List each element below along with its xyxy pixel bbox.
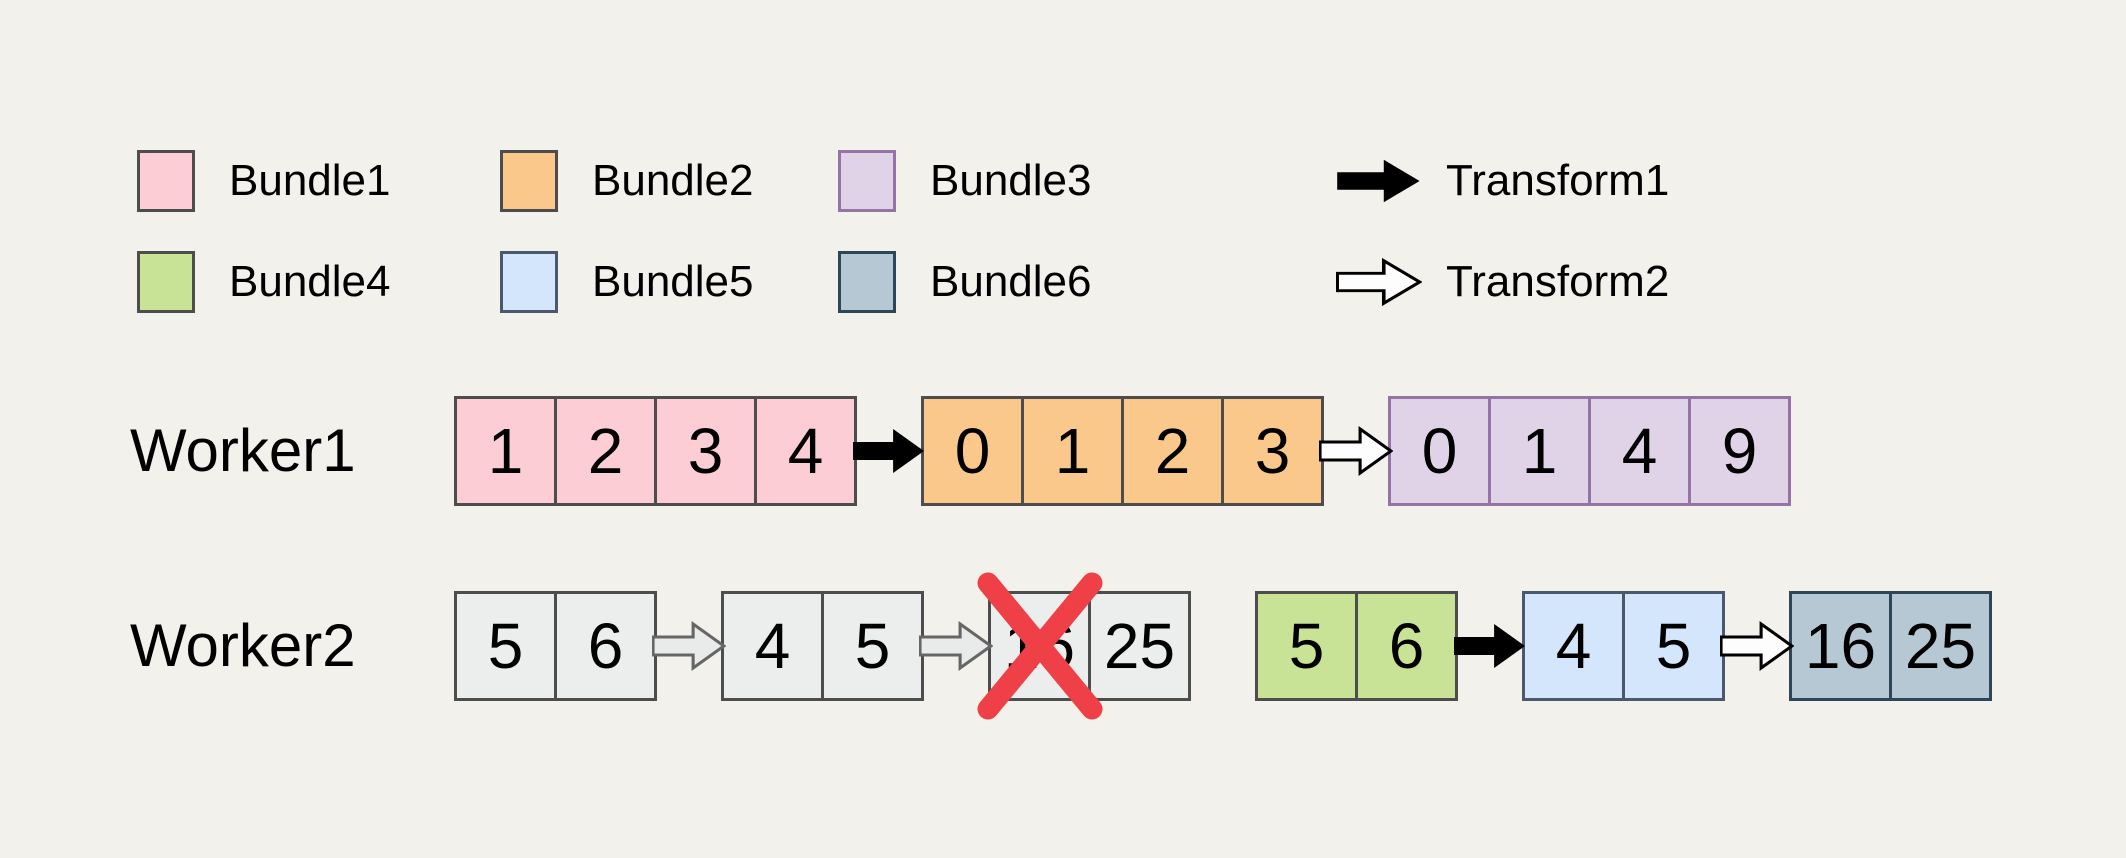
- cell-value: 4: [787, 415, 824, 487]
- bundle-cell: 0: [1388, 396, 1491, 506]
- cell-value: 0: [1421, 415, 1458, 487]
- bundle-cell: 3: [1221, 396, 1324, 506]
- bundle-cell: 4: [721, 591, 824, 701]
- legend-item-transform2: Transform2: [1336, 251, 1669, 313]
- bundle6-swatch: [838, 251, 896, 313]
- cell-value: 5: [1288, 610, 1325, 682]
- bundle-cell: 5: [821, 591, 924, 701]
- bundle2-label: Bundle2: [592, 156, 754, 205]
- bundle-cell: 5: [1622, 591, 1725, 701]
- cell-value: 5: [487, 610, 524, 682]
- bundle4-label: Bundle4: [229, 257, 391, 306]
- bundle-cell: 6: [1355, 591, 1458, 701]
- cell-value: 6: [1388, 610, 1425, 682]
- faded-transform-arrow-icon: [652, 617, 726, 675]
- bundle2-swatch: [500, 150, 558, 212]
- cell-value: 1: [1521, 415, 1558, 487]
- bundle-cell: 2: [554, 396, 657, 506]
- bundle-cell: 16: [977, 572, 1102, 720]
- bundle-cell: 3: [654, 396, 757, 506]
- cell-value: 1: [487, 415, 524, 487]
- bundle-cell: 6: [554, 591, 657, 701]
- legend-item-bundle4: Bundle4: [137, 251, 390, 313]
- cell-value: 0: [954, 415, 991, 487]
- cell-value: 3: [687, 415, 724, 487]
- cell-value: 4: [1555, 610, 1592, 682]
- bundle1-swatch: [137, 150, 195, 212]
- bundle4-swatch: [137, 251, 195, 313]
- cell-value: 1: [1054, 415, 1091, 487]
- cell-value: 4: [754, 610, 791, 682]
- bundle-cell: 16: [1789, 591, 1892, 701]
- cell-value: 6: [587, 610, 624, 682]
- legend-item-bundle2: Bundle2: [500, 150, 753, 212]
- pipeline-gap: [1191, 646, 1255, 647]
- transform2-arrow-icon: [1336, 254, 1422, 310]
- transform2-label: Transform2: [1446, 257, 1670, 306]
- bundle-cell: 4: [1588, 396, 1691, 506]
- bundle-cell: 1: [454, 396, 557, 506]
- bundle3-label: Bundle3: [930, 156, 1092, 205]
- cell-value: 25: [1904, 610, 1977, 682]
- cell-value: 4: [1621, 415, 1658, 487]
- bundle-cell: 25: [1088, 591, 1191, 701]
- bundle-cell: 0: [921, 396, 1024, 506]
- bundle-cell: 5: [454, 591, 557, 701]
- bundle-cell: 9: [1688, 396, 1791, 506]
- bundle5-swatch: [500, 251, 558, 313]
- faded-transform-arrow-icon: [919, 617, 993, 675]
- bundle-cell: 2: [1121, 396, 1224, 506]
- cell-value: 25: [1103, 610, 1176, 682]
- transform1-label: Transform1: [1446, 156, 1670, 205]
- cell-value: 5: [854, 610, 891, 682]
- cell-value: 2: [587, 415, 624, 487]
- legend-item-bundle5: Bundle5: [500, 251, 753, 313]
- cell-value: 3: [1254, 415, 1291, 487]
- bundle5-label: Bundle5: [592, 257, 754, 306]
- transform1-arrow-icon: [1336, 153, 1422, 209]
- legend-item-bundle6: Bundle6: [838, 251, 1091, 313]
- cell-value: 16: [1804, 610, 1877, 682]
- cell-value: 9: [1721, 415, 1758, 487]
- worker1-label: Worker1: [130, 417, 356, 484]
- cell-value: 5: [1655, 610, 1692, 682]
- bundle6-label: Bundle6: [930, 257, 1092, 306]
- bundle1-label: Bundle1: [229, 156, 391, 205]
- legend-item-transform1: Transform1: [1336, 150, 1669, 212]
- transform2-arrow-icon: [1319, 422, 1393, 480]
- bundle-cell: 4: [754, 396, 857, 506]
- bundle-cell: 1: [1488, 396, 1591, 506]
- bundle-cell: 25: [1889, 591, 1992, 701]
- cell-value: 16: [1003, 610, 1076, 682]
- transform1-arrow-icon: [1453, 617, 1527, 675]
- transform2-arrow-icon: [1720, 617, 1794, 675]
- bundle3-swatch: [838, 150, 896, 212]
- legend-item-bundle3: Bundle3: [838, 150, 1091, 212]
- cell-value: 2: [1154, 415, 1191, 487]
- legend-item-bundle1: Bundle1: [137, 150, 390, 212]
- bundle-cell: 5: [1255, 591, 1358, 701]
- worker2-label: Worker2: [130, 612, 356, 679]
- bundle-cell: 4: [1522, 591, 1625, 701]
- bundle-cell: 1: [1021, 396, 1124, 506]
- transform1-arrow-icon: [852, 422, 926, 480]
